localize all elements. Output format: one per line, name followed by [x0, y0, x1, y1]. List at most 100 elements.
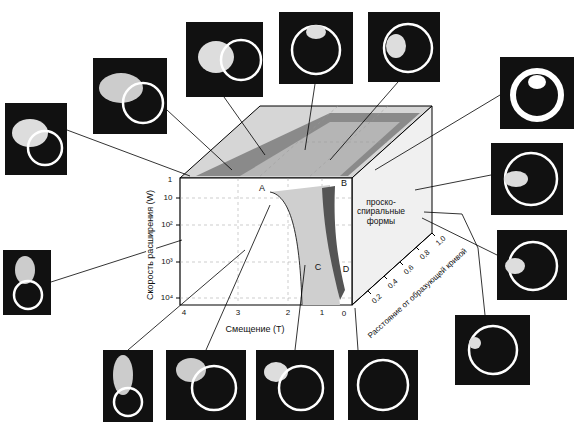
axis-tick: 0 — [340, 310, 348, 319]
shell-whorl — [505, 153, 557, 205]
shell-thumbnail — [166, 350, 246, 420]
shell-whorl — [469, 326, 517, 374]
shell-whorl — [279, 366, 323, 410]
shell-thumbnail — [279, 12, 353, 84]
shell-thumbnail — [497, 230, 567, 300]
axis-tick: 10 — [162, 194, 175, 203]
region-note: проско-спиральные формы — [354, 198, 408, 226]
axis-tick: 3 — [234, 309, 242, 318]
grid-line — [258, 106, 338, 178]
leader-line — [295, 265, 305, 350]
thumbnail-ground — [93, 58, 167, 134]
region-letter: C — [313, 263, 324, 273]
tick — [384, 276, 387, 279]
axis-tick: 0,8 — [417, 247, 433, 263]
shell-whorl — [358, 360, 408, 410]
region-letter: D — [341, 265, 352, 275]
shell-whorl — [192, 366, 236, 410]
leader-line — [51, 240, 182, 282]
grid-line — [308, 106, 388, 178]
shell-aperture — [469, 337, 481, 349]
tick — [368, 291, 371, 294]
shell-thumbnail — [186, 22, 263, 97]
axis-tick: 10⁴ — [159, 294, 175, 303]
region-boundary — [270, 192, 302, 305]
thumbnail-ground — [348, 350, 418, 420]
shell-thumbnail — [368, 12, 440, 82]
thumbnail-ground — [5, 103, 67, 175]
shell-thumbnail — [455, 315, 530, 385]
tick — [176, 198, 180, 199]
shell-whorl — [28, 131, 62, 165]
shell-thumbnail — [103, 350, 153, 422]
shell-thumbnail — [93, 58, 167, 134]
axis-tick: 1,0 — [433, 233, 449, 249]
region-letter: A — [257, 184, 267, 194]
axis-tick: 1 — [166, 176, 174, 185]
axis-ticks — [176, 198, 435, 298]
leader-line — [224, 97, 265, 155]
axis-tick: 10² — [159, 221, 175, 230]
axis-tick: 1 — [318, 309, 326, 318]
grid — [180, 106, 392, 305]
front-face — [180, 178, 352, 305]
shell-whorl — [221, 40, 261, 80]
thumbnail-ground — [497, 230, 567, 300]
shell-aperture — [528, 75, 546, 89]
tick — [416, 247, 419, 250]
shell-aperture — [15, 256, 35, 284]
leader-line — [330, 82, 398, 160]
leader-line — [167, 110, 232, 170]
thumbnail-ground — [500, 57, 574, 129]
region-strip — [322, 186, 345, 300]
right-face — [352, 106, 432, 305]
shell-thumbnail — [5, 103, 67, 175]
shell-thumbnail — [348, 350, 418, 420]
thumbnail-ground — [3, 250, 51, 315]
shell-whorl — [114, 388, 142, 416]
axis-tick: 4 — [180, 309, 188, 318]
shell-whorl — [384, 24, 432, 72]
shell-thumbnail — [256, 350, 334, 420]
tick — [176, 262, 180, 263]
axis-tick: 2 — [284, 309, 292, 318]
thumbnail-ground — [166, 350, 246, 420]
axis-tick: 0,4 — [385, 276, 401, 292]
leader-line — [67, 130, 190, 176]
shell-aperture — [505, 258, 525, 274]
axis-title: Смещение (T) — [224, 325, 287, 335]
shell-aperture — [99, 73, 143, 103]
axis-title: Скорость расширения (W) — [146, 188, 156, 302]
thumbnail-ground — [491, 143, 563, 215]
tick — [400, 262, 403, 265]
thumbnail-ground — [455, 315, 530, 385]
shell-whorl — [123, 83, 163, 123]
shell-whorl — [292, 26, 340, 74]
leader-line — [305, 84, 315, 150]
thumbnail-ground — [279, 12, 353, 84]
region-letter: B — [339, 179, 349, 189]
axis-tick: 0,6 — [401, 262, 417, 278]
leader-line — [355, 308, 358, 350]
tick — [176, 298, 180, 299]
shell-aperture — [306, 25, 326, 39]
thumbnail-ground — [256, 350, 334, 420]
shell-thumbnail — [500, 57, 574, 129]
leader-line — [415, 175, 491, 190]
thumbnail-ground — [368, 12, 440, 82]
tick — [176, 225, 180, 226]
shell-thumbnail — [491, 143, 563, 215]
shell-aperture — [504, 171, 528, 187]
shell-whorl — [14, 281, 42, 309]
shell-aperture — [386, 34, 406, 58]
leader-line — [375, 95, 500, 170]
shell-whorl — [513, 71, 561, 119]
grid-line — [238, 178, 239, 305]
axis-tick: 10³ — [159, 258, 175, 267]
tick — [432, 233, 435, 236]
thumbnail-ground — [186, 22, 263, 97]
shell-thumbnail — [3, 250, 51, 315]
